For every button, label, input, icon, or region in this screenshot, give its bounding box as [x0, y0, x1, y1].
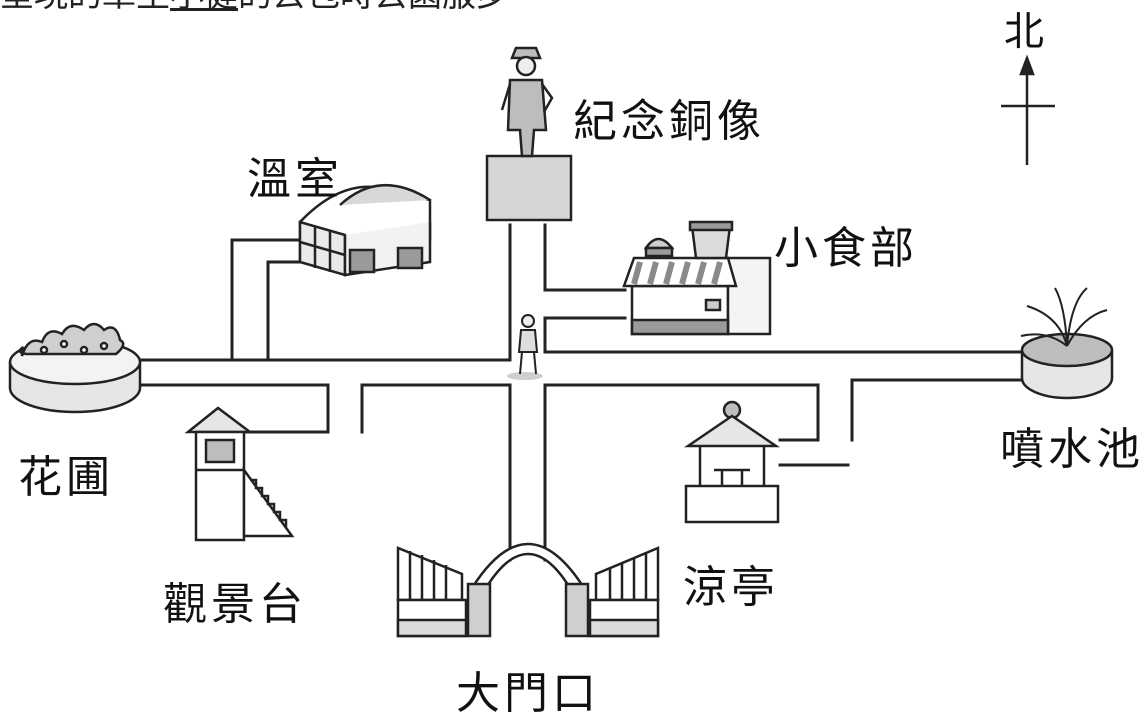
pavilion-icon: [683, 400, 781, 524]
compass-north-label: 北: [1004, 9, 1048, 55]
statue-label: 紀念銅像: [573, 96, 765, 147]
observation-deck-icon: [184, 406, 295, 542]
question-text-after: 的去包時去園服步: [238, 0, 510, 15]
flower-bed-label: 花圃: [18, 452, 114, 503]
statue-icon: [485, 46, 573, 222]
question-text-before: 呈現的章生: [0, 0, 170, 15]
fountain-label: 噴水池: [1000, 424, 1143, 475]
observation-deck-label: 觀景台: [163, 579, 307, 630]
path-network: [136, 223, 1027, 562]
pavilion-label: 涼亭: [683, 562, 779, 613]
greenhouse-icon: [298, 183, 432, 277]
snack-bar-icon: [622, 220, 772, 336]
flower-bed-icon: [8, 322, 142, 414]
person-icon: [507, 314, 543, 380]
greenhouse-label: 溫室: [247, 154, 343, 205]
question-text: 呈現的章生小健的去包時去園服步: [0, 0, 510, 12]
question-text-underlined: 小健: [170, 0, 238, 15]
snack-bar-label: 小食部: [774, 223, 918, 274]
main-gate-icon: [396, 542, 660, 638]
north-arrow-icon: [1001, 54, 1055, 165]
fountain-icon: [1020, 287, 1114, 400]
main-gate-label: 大門口: [456, 668, 600, 719]
